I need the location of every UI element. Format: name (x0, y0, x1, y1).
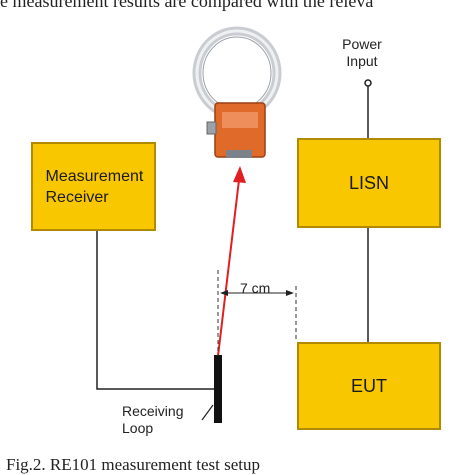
loop-label-pointer (201, 404, 214, 421)
top-caption-text: e measurement results are compared with … (0, 0, 374, 11)
loop-antenna-probe-icon (192, 26, 282, 158)
signal-arrow (217, 166, 246, 357)
eut-box: EUT (297, 342, 441, 430)
receiver-loop-cable (96, 231, 216, 390)
measurement-receiver-box: Measurement Receiver (31, 142, 156, 231)
distance-marker (217, 270, 297, 356)
power-input-label: Power Input (342, 36, 382, 69)
receiving-loop-rod (214, 355, 222, 423)
power-input-connector (364, 79, 372, 138)
figure-caption: Fig.2. RE101 measurement test setup (6, 455, 261, 474)
measurement-receiver-label: Measurement Receiver (45, 167, 144, 206)
eut-label: EUT (351, 375, 387, 396)
lisn-box: LISN (297, 138, 441, 228)
distance-label: 7 cm (240, 280, 271, 296)
lisn-label: LISN (348, 172, 390, 193)
receiving-loop-label: Receiving Loop (122, 403, 184, 436)
